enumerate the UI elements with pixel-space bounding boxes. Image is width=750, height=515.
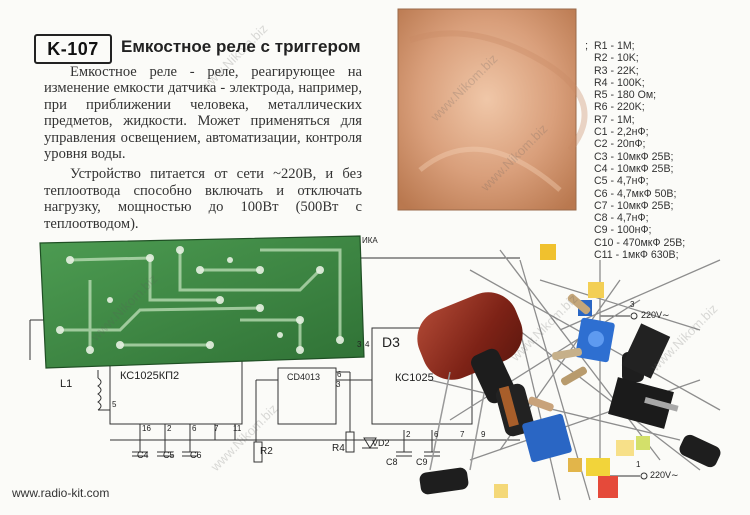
description-paragraph-2: Устройство питается от сети ~220В, и без… (44, 166, 362, 232)
power-transistor (608, 323, 679, 429)
c8-label: C8 (386, 457, 398, 467)
part-item: R2 - 10K; (594, 52, 639, 65)
part-item: C5 - 4,7нФ; (594, 175, 649, 188)
pin-label: 6 (337, 370, 342, 379)
part-item: C3 - 10мкФ 25В; (594, 150, 674, 163)
pin-label: 3 (357, 340, 362, 349)
chip-1-box (109, 357, 243, 425)
part-item: C4 - 10мкФ 25В; (594, 162, 674, 175)
schematic-lines (29, 257, 648, 480)
kit-title: Емкостное реле с триггером (121, 37, 361, 56)
pin-label: 4 (365, 340, 370, 349)
part-item: C9 - 100нФ; (594, 224, 652, 237)
pin-label: 11 (233, 424, 242, 433)
c5-label: C5 (163, 450, 175, 460)
vd2-label: VD2 (372, 438, 390, 448)
pin-label: 2 (167, 424, 172, 433)
c4-label: C4 (137, 450, 149, 460)
voltage-label-bottom: 220V∼ (650, 470, 679, 480)
part-item: C7 - 10мкФ 25В; (594, 199, 674, 212)
part-item: C1 - 2,2нФ; (594, 126, 649, 139)
terminal-3-label: 3 (630, 300, 635, 309)
pin-label: 6 (434, 430, 439, 439)
voltage-label-top: 220V∼ (641, 310, 670, 320)
resistors (528, 293, 591, 412)
part-item: C2 - 20пФ; (594, 138, 646, 151)
schematic-label-ika: ИКА (362, 236, 378, 245)
part-item: R7 - 1M; (594, 113, 635, 126)
r2-label: R2 (260, 446, 273, 457)
pin-label: 2 (406, 430, 411, 439)
pin-label: 5 (112, 400, 117, 409)
part-item: C11 - 1мкФ 630В; (594, 249, 679, 262)
part-item: C6 - 4,7мкФ 50В; (594, 187, 677, 200)
description-text: Емкостное реле - реле, реагирующее на из… (44, 64, 362, 236)
part-item: R6 - 220K; (594, 101, 645, 114)
footer-url: www.radio-kit.com (12, 486, 110, 500)
parts-list-colon: ; (585, 40, 589, 52)
d3-label: D3 (382, 334, 400, 350)
part-item: R5 - 180 Ом; (594, 89, 657, 102)
chip-3-label: КС1025 (395, 372, 434, 384)
pin-label: 7 (460, 430, 465, 439)
parts-list: R1 - 1M; R2 - 10K; R3 - 22K; R4 - 100K; … (594, 40, 685, 261)
chip-2-label: CD4013 (287, 372, 321, 382)
description-paragraph-1: Емкостное реле - реле, реагирующее на из… (44, 64, 362, 163)
pin-label: 9 (481, 430, 486, 439)
c6-label: C6 (190, 450, 202, 460)
l1-label: L1 (60, 378, 73, 390)
chip-2-box (277, 367, 337, 425)
green-pcb (39, 235, 365, 369)
terminal-1-label: 1 (636, 460, 641, 469)
part-item: C8 - 4,7нФ; (594, 212, 649, 225)
yellow-ceramic-caps (494, 244, 650, 498)
part-item: R3 - 22K; (594, 64, 639, 77)
r4-label: R4 (332, 443, 345, 454)
pin-label: 7 (214, 424, 219, 433)
c9-label: C9 (416, 457, 428, 467)
copper-board (397, 8, 577, 211)
kit-code: K-107 (34, 34, 112, 64)
part-item: R1 - 1M; (594, 40, 635, 52)
pin-label: 6 (192, 424, 197, 433)
pin-label: 3 (336, 380, 341, 389)
chip-1-label: КС1025КП2 (120, 370, 180, 382)
electrolytic-capacitors (419, 348, 721, 495)
pin-label: 16 (142, 424, 151, 433)
part-item: R4 - 100K; (594, 76, 645, 89)
part-item: C10 - 470мкФ 25В; (594, 236, 686, 249)
